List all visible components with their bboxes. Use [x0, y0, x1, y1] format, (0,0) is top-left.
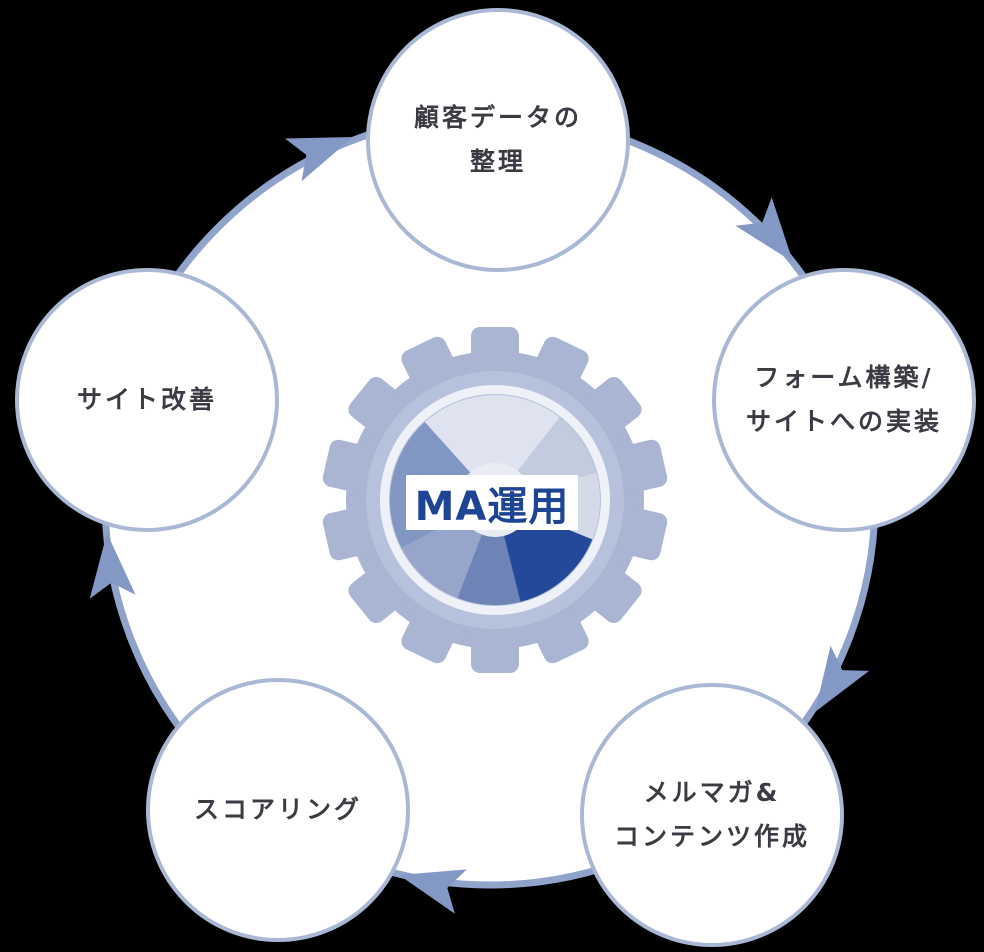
node-label: スコアリング [193, 795, 362, 825]
cycle-node-site-improve: サイト改善 [15, 268, 279, 532]
gear-highlight-ring [380, 385, 610, 615]
clockwise-arrow-icon [285, 137, 353, 182]
clockwise-arrow-icon [399, 869, 467, 914]
clockwise-arrow-icon [89, 533, 136, 599]
node-label: 顧客データの 整理 [413, 103, 582, 176]
cycle-node-scoring: スコアリング [146, 678, 410, 942]
cycle-node-mailmag-content: メルマガ& コンテンツ作成 [580, 683, 844, 947]
clockwise-arrow-icon [815, 645, 870, 712]
node-label: フォーム構築/ サイトへの実装 [745, 363, 942, 436]
node-label: サイト改善 [76, 385, 217, 415]
node-label: メルマガ& コンテンツ作成 [613, 778, 810, 851]
center-label: MA運用 [406, 475, 578, 530]
clockwise-arrow-icon [735, 197, 793, 262]
flow-arrows [89, 137, 870, 914]
pie-segment [424, 395, 560, 500]
pie-segment [457, 500, 521, 605]
cycle-node-customer-data: 顧客データの 整理 [366, 8, 630, 272]
cycle-node-form-build: フォーム構築/ サイトへの実装 [712, 268, 976, 532]
